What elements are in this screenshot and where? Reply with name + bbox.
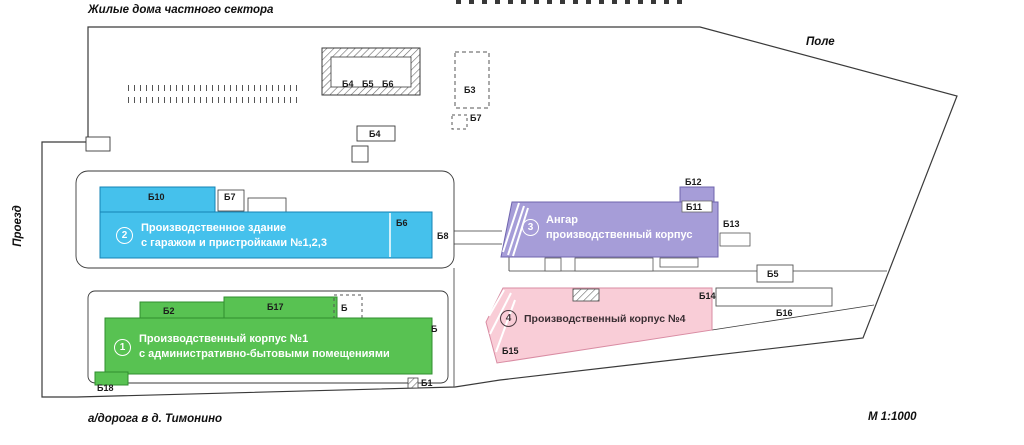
marker-b5-shed: Б5: [362, 79, 374, 89]
building2-number-badge: 2: [116, 227, 133, 244]
dashed-b7-square: [451, 114, 468, 130]
building1-caption-line1: Производственный корпус №1: [139, 333, 309, 345]
fence-ticks-top: [128, 85, 302, 91]
building3-hangar: [500, 201, 719, 258]
marker-b12: Б12: [685, 177, 702, 187]
marker-b-dashed: Б: [341, 303, 348, 313]
hangar-tip-hatch: [507, 205, 525, 256]
building4: [485, 287, 713, 364]
hatched-shed-inner: [330, 56, 412, 88]
building2-garage: [99, 186, 216, 213]
road-label: а/дорога в д. Тимонино: [88, 413, 223, 425]
building4-caption: Производственный корпус №4: [524, 312, 686, 327]
hangar-tip-hatch: [512, 207, 529, 257]
building2-caption-line2: с гаражом и пристройками №1,2,3: [141, 237, 327, 249]
marker-b2: Б2: [163, 306, 175, 316]
building3-top-annex: [679, 186, 715, 203]
b1-hatch-square: [407, 377, 419, 389]
building2-caption-line1: Производственное здание: [141, 222, 287, 234]
fence-ticks-bottom: [128, 97, 302, 103]
shed-b4-rect: [356, 125, 396, 142]
marker-b4-shed: Б4: [342, 79, 354, 89]
building2-annex-a: [217, 189, 245, 212]
residential-area-label: Жилые дома частного сектора: [88, 4, 274, 16]
marker-b16: Б16: [776, 308, 793, 318]
marker-b7-top: Б7: [470, 113, 482, 123]
marker-b17: Б17: [267, 302, 284, 312]
building3-caption: Ангар производственный корпус: [546, 213, 693, 243]
marker-b1: Б1: [421, 378, 433, 388]
marker-b6: Б6: [396, 218, 408, 228]
building3-number-badge: 3: [522, 219, 539, 236]
dashed-b3-rect: [454, 51, 490, 109]
building2-main: [99, 211, 433, 259]
marker-b7: Б7: [224, 192, 236, 202]
shed-below-hangar-c: [659, 257, 699, 268]
building1-caption: Производственный корпус №1 с администрат…: [139, 332, 390, 362]
marker-b13: Б13: [723, 219, 740, 229]
green-complex-outline: [87, 290, 449, 384]
building4-number-badge: 4: [500, 310, 517, 327]
building1-caption-line2: с административно-бытовыми помещениями: [139, 348, 390, 360]
building1-number-badge: 1: [114, 339, 131, 356]
building1-dashed-annex: [333, 294, 363, 319]
boundary-notch: [85, 136, 111, 152]
b5-rect: [756, 264, 794, 283]
building2-annex-b: [247, 197, 287, 213]
marker-b8: Б8: [437, 231, 449, 241]
marker-b15: Б15: [502, 346, 519, 356]
building2-caption: Производственное здание с гаражом и прис…: [141, 221, 327, 251]
marker-b18: Б18: [97, 383, 114, 393]
hangar-tip-hatch: [502, 202, 520, 253]
marker-b11: Б11: [686, 202, 702, 212]
marker-b14: Б14: [699, 291, 716, 301]
small-shed-rect: [351, 145, 369, 163]
marker-b6-shed: Б6: [382, 79, 394, 89]
shed-below-hangar-a: [544, 257, 562, 272]
connector-line: [711, 304, 875, 331]
marker-b5: Б5: [767, 269, 779, 279]
marker-b4-small: Б4: [369, 129, 381, 139]
blue-complex-outline: [75, 170, 455, 269]
marker-b3: Б3: [464, 85, 476, 95]
building4-caption-line1: Производственный корпус №4: [524, 313, 686, 325]
site-boundary: [41, 26, 958, 398]
building3-caption-line1: Ангар: [546, 214, 579, 226]
building3-caption-line2: производственный корпус: [546, 229, 693, 241]
marker-b10: Б10: [148, 192, 165, 202]
b16-long-rect: [715, 287, 833, 307]
building3-b11-rect: [681, 200, 713, 213]
b13-rect: [719, 232, 751, 247]
scale-label: М 1:1000: [868, 411, 917, 423]
building4-tip-hatch: [488, 289, 505, 317]
shed-below-hangar-b: [574, 257, 654, 272]
building4-roof-hatch: [572, 288, 600, 302]
cropped-text-fragment: [456, 0, 688, 4]
marker-b-right: Б: [431, 324, 438, 334]
building1-tab-b18: [94, 371, 129, 386]
passage-label: Проезд: [12, 205, 24, 247]
field-label: Поле: [806, 36, 835, 48]
building1-main: [104, 317, 433, 375]
building1-annex-b2: [139, 301, 225, 320]
